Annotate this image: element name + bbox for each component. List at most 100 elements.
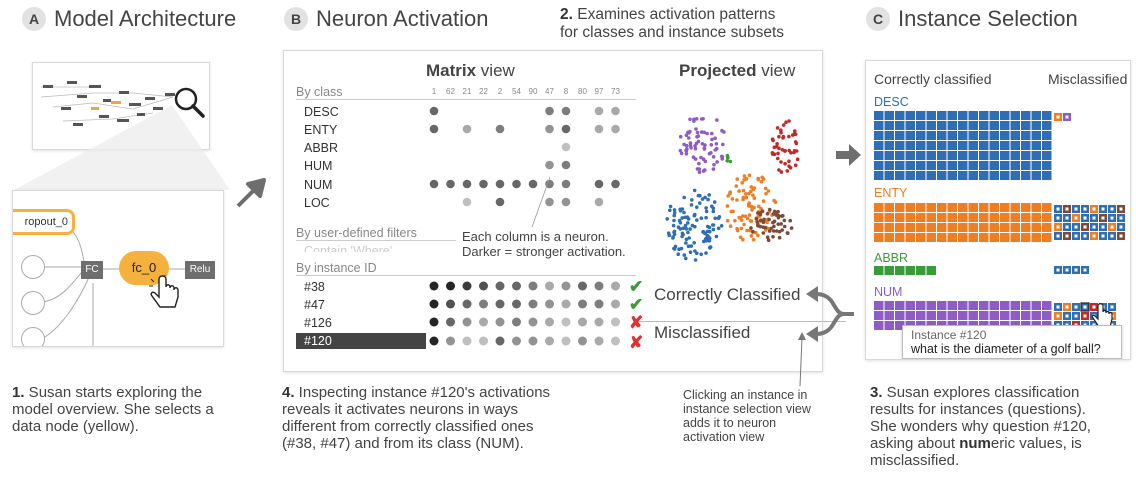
mis-cell-enty-inner[interactable] [1074,216,1078,220]
correct-cell-desc[interactable] [937,161,947,170]
correct-cell-enty[interactable] [905,223,916,232]
correct-cell-num[interactable] [947,311,958,320]
correct-cell-enty[interactable] [937,233,947,242]
mis-cell-num-inner[interactable] [1074,314,1078,318]
correct-cell-desc[interactable] [1042,131,1052,140]
correct-cell-num[interactable] [916,301,926,310]
correct-cell-abbr[interactable] [895,266,905,275]
correct-cell-enty[interactable] [979,213,989,222]
correct-cell-desc[interactable] [979,121,989,130]
correct-cell-num[interactable] [947,301,958,310]
mis-cell-num-inner[interactable] [1056,314,1060,318]
correct-cell-desc[interactable] [947,141,958,150]
mis-cell-enty-inner[interactable] [1074,234,1078,238]
correct-cell-num[interactable] [884,311,895,320]
correct-cell-enty[interactable] [989,203,1000,212]
correct-cell-desc[interactable] [1010,151,1021,160]
correct-cell-num[interactable] [895,301,905,310]
correct-cell-desc[interactable] [874,121,884,130]
correct-cell-enty[interactable] [958,223,968,232]
correct-cell-desc[interactable] [905,131,916,140]
mis-cell-num-inner[interactable] [1083,305,1087,309]
mis-cell-enty-inner[interactable] [1101,225,1105,229]
correct-cell-desc[interactable] [947,131,958,140]
mis-cell-num-inner[interactable] [1092,305,1096,309]
correct-cell-abbr[interactable] [905,266,916,275]
correct-cell-num[interactable] [1021,301,1031,310]
instance-row-120-highlight[interactable] [296,333,426,349]
correct-cell-desc[interactable] [1042,171,1052,180]
correct-cell-enty[interactable] [1010,223,1021,232]
correct-cell-num[interactable] [1010,311,1021,320]
correct-cell-desc[interactable] [1021,141,1031,150]
correct-cell-desc[interactable] [989,171,1000,180]
mis-cell-enty-inner[interactable] [1056,234,1060,238]
correct-cell-enty[interactable] [874,233,884,242]
correct-cell-abbr[interactable] [884,266,895,275]
mis-cell-num-inner[interactable] [1083,314,1087,318]
mis-cell-enty-inner[interactable] [1101,216,1105,220]
correct-cell-desc[interactable] [1010,131,1021,140]
correct-cell-enty[interactable] [1021,203,1031,212]
correct-cell-enty[interactable] [979,203,989,212]
correct-cell-num[interactable] [979,301,989,310]
correct-cell-desc[interactable] [989,141,1000,150]
correct-cell-desc[interactable] [1042,111,1052,120]
correct-cell-desc[interactable] [1000,121,1010,130]
mis-cell-enty-inner[interactable] [1092,207,1096,211]
correct-cell-num[interactable] [989,311,1000,320]
correct-cell-num[interactable] [1031,311,1042,320]
correct-cell-desc[interactable] [926,151,937,160]
correct-cell-desc[interactable] [979,131,989,140]
correct-cell-desc[interactable] [1000,171,1010,180]
correct-cell-num[interactable] [1042,301,1052,310]
correct-cell-desc[interactable] [947,151,958,160]
node-dropout[interactable]: ropout_0 [13,209,75,235]
correct-cell-enty[interactable] [947,233,958,242]
correct-cell-desc[interactable] [979,171,989,180]
correct-cell-desc[interactable] [874,131,884,140]
correct-cell-desc[interactable] [895,161,905,170]
correct-cell-abbr[interactable] [874,266,884,275]
correct-cell-enty[interactable] [1031,203,1042,212]
correct-cell-num[interactable] [905,301,916,310]
correct-cell-desc[interactable] [979,151,989,160]
mis-cell-num-inner[interactable] [1065,314,1069,318]
correct-cell-enty[interactable] [958,213,968,222]
correct-cell-desc[interactable] [905,161,916,170]
correct-cell-desc[interactable] [916,121,926,130]
mis-cell-enty-inner[interactable] [1119,216,1123,220]
mis-cell-enty-inner[interactable] [1074,225,1078,229]
correct-cell-enty[interactable] [926,203,937,212]
correct-cell-desc[interactable] [1042,121,1052,130]
class-row-enty[interactable]: ENTY [304,123,338,137]
correct-cell-enty[interactable] [937,213,947,222]
mis-cell-enty-inner[interactable] [1056,207,1060,211]
correct-cell-num[interactable] [1021,311,1031,320]
correct-cell-desc[interactable] [1010,111,1021,120]
correct-cell-desc[interactable] [1031,171,1042,180]
correct-cell-enty[interactable] [874,213,884,222]
correct-cell-desc[interactable] [1000,111,1010,120]
correct-cell-desc[interactable] [1042,161,1052,170]
correct-cell-desc[interactable] [884,131,895,140]
correct-cell-desc[interactable] [916,131,926,140]
correct-cell-desc[interactable] [1021,131,1031,140]
mis-cell-enty-inner[interactable] [1083,216,1087,220]
class-row-num[interactable]: NUM [304,178,333,192]
correct-cell-enty[interactable] [979,233,989,242]
correct-cell-desc[interactable] [937,171,947,180]
mis-cell-enty-inner[interactable] [1119,225,1123,229]
correct-cell-enty[interactable] [1042,233,1052,242]
mis-cell-enty-inner[interactable] [1110,225,1114,229]
correct-cell-enty[interactable] [916,213,926,222]
correct-cell-num[interactable] [916,311,926,320]
correct-cell-enty[interactable] [884,203,895,212]
correct-cell-num[interactable] [884,301,895,310]
correct-cell-desc[interactable] [884,171,895,180]
correct-cell-num[interactable] [1031,301,1042,310]
correct-cell-num[interactable] [989,301,1000,310]
correct-cell-num[interactable] [895,311,905,320]
correct-cell-enty[interactable] [884,223,895,232]
correct-cell-desc[interactable] [958,141,968,150]
